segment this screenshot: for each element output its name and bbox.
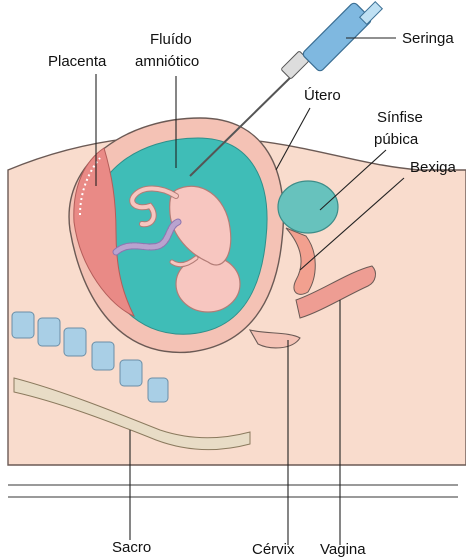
- vertebra: [92, 342, 114, 370]
- label-vagina: Vagina: [320, 541, 366, 558]
- label-utero: Útero: [304, 87, 341, 104]
- label-sacro: Sacro: [112, 539, 151, 556]
- vertebra: [38, 318, 60, 346]
- label-pubica: púbica: [374, 131, 419, 148]
- vertebra: [12, 312, 34, 338]
- vertebra: [64, 328, 86, 356]
- vertebra: [148, 378, 168, 402]
- vertebra: [120, 360, 142, 386]
- label-placenta: Placenta: [48, 53, 107, 70]
- syringe-barrel: [302, 2, 373, 73]
- label-bexiga: Bexiga: [410, 159, 457, 176]
- label-seringa: Seringa: [402, 30, 454, 47]
- label-sinfise: Sínfise: [377, 109, 423, 126]
- label-fluido: Fluído: [150, 31, 192, 48]
- label-cervix: Cérvix: [252, 541, 295, 558]
- bladder: [278, 181, 338, 233]
- label-amniotico: amniótico: [135, 53, 199, 70]
